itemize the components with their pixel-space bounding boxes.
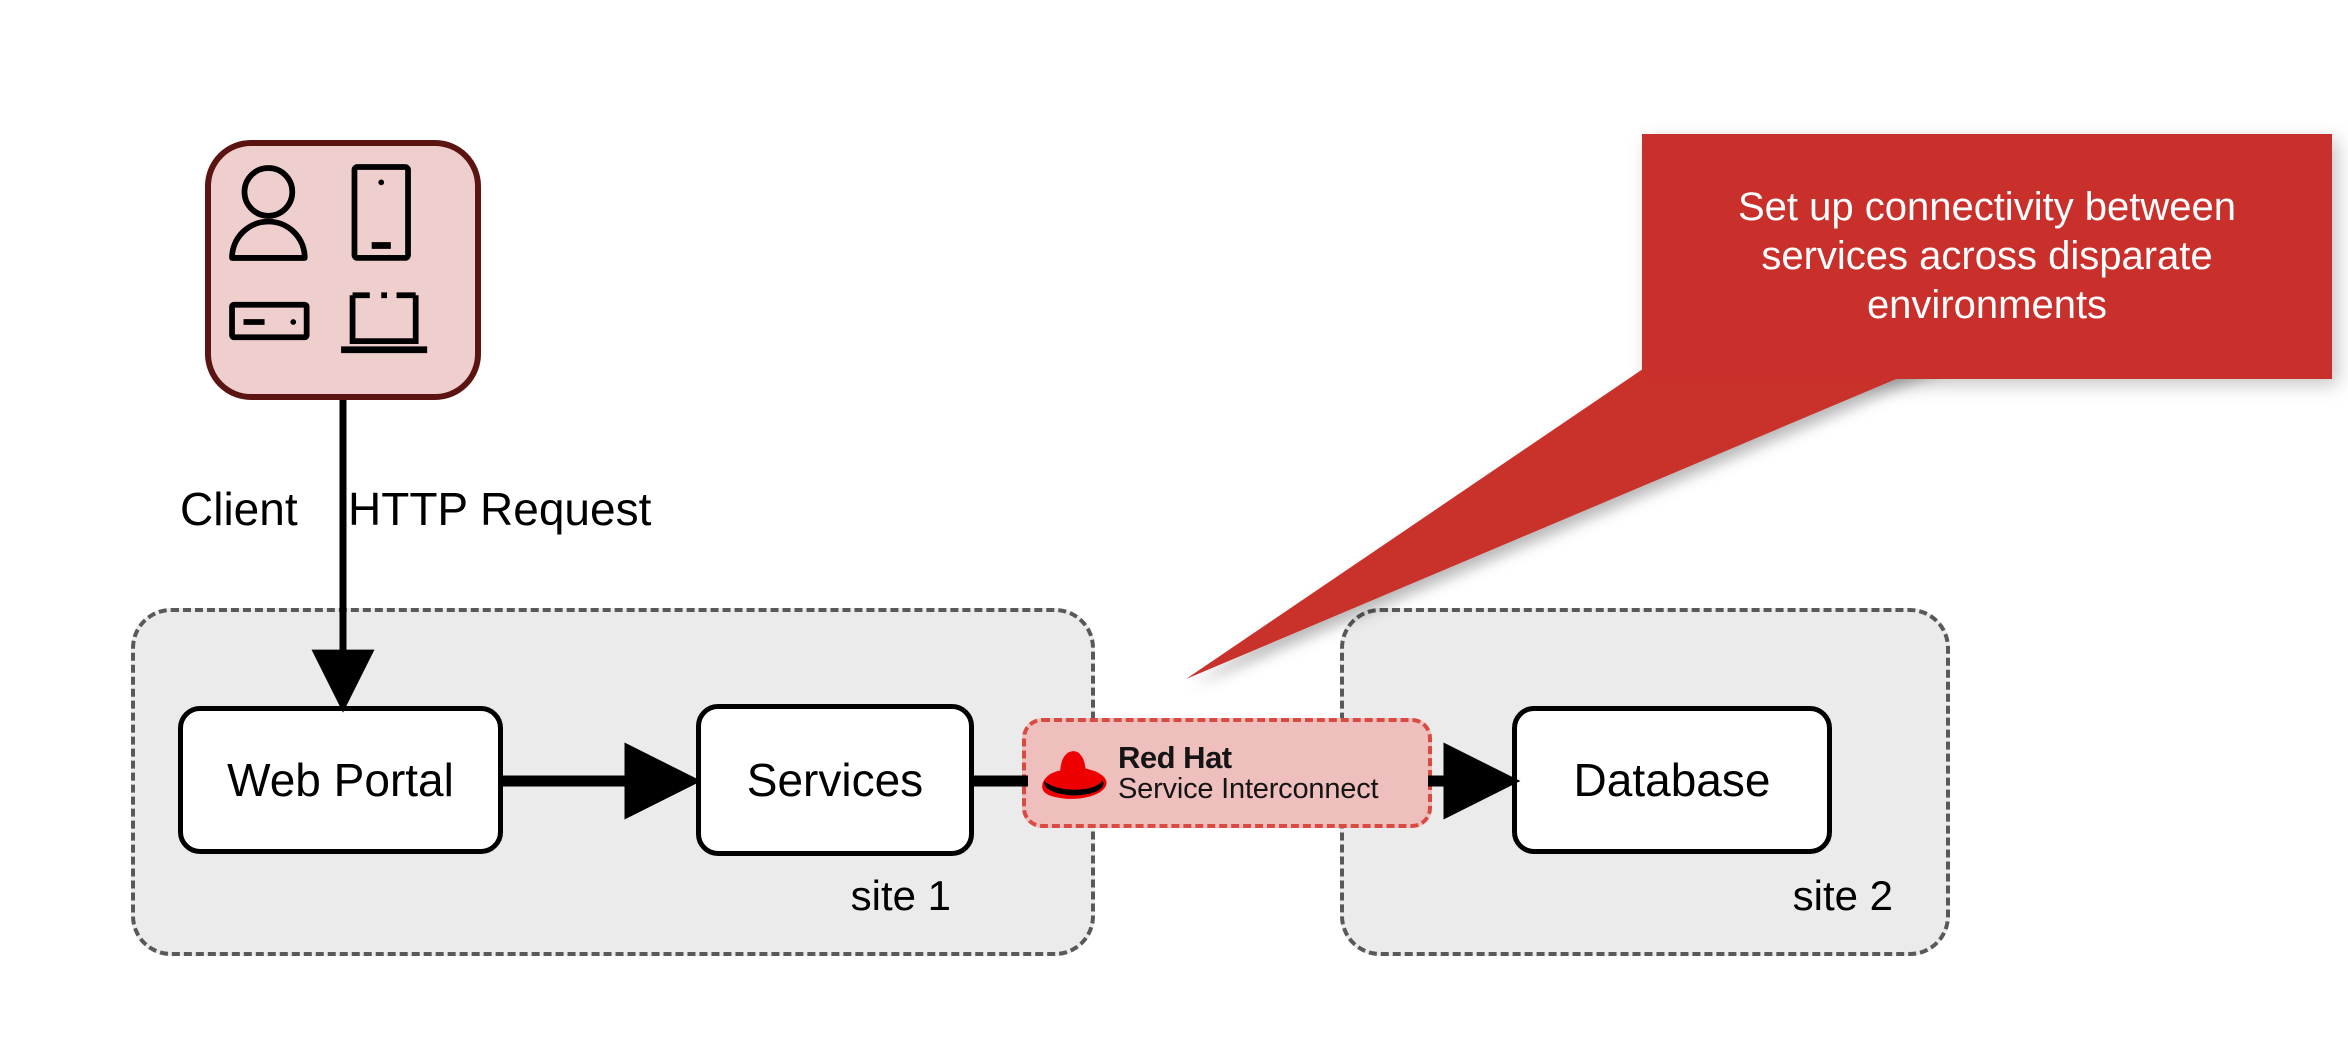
mobile-phone-icon [351,164,411,261]
client-devices-box [205,140,481,400]
user-icon [229,165,308,261]
node-database: Database [1512,706,1832,854]
site-2-label: site 2 [1792,872,1893,919]
callout-text: Set up connectivity between services acr… [1737,185,2237,327]
node-web-portal: Web Portal [178,706,503,854]
site-1-label: site 1 [850,872,951,919]
laptop-icon [341,292,428,354]
client-icons-group [229,164,428,354]
redhat-service-interconnect-badge: Red Hat Service Interconnect [1022,718,1432,828]
server-icon [229,301,310,341]
redhat-product-label: Service Interconnect [1118,773,1379,806]
callout-box: Set up connectivity between services acr… [1642,134,2332,379]
client-flow-label: Client [180,483,298,535]
redhat-brand-label: Red Hat [1118,739,1232,775]
redhat-fedora-icon [1042,751,1107,799]
node-services: Services [696,704,974,856]
http-request-flow-label: HTTP Request [348,483,652,535]
